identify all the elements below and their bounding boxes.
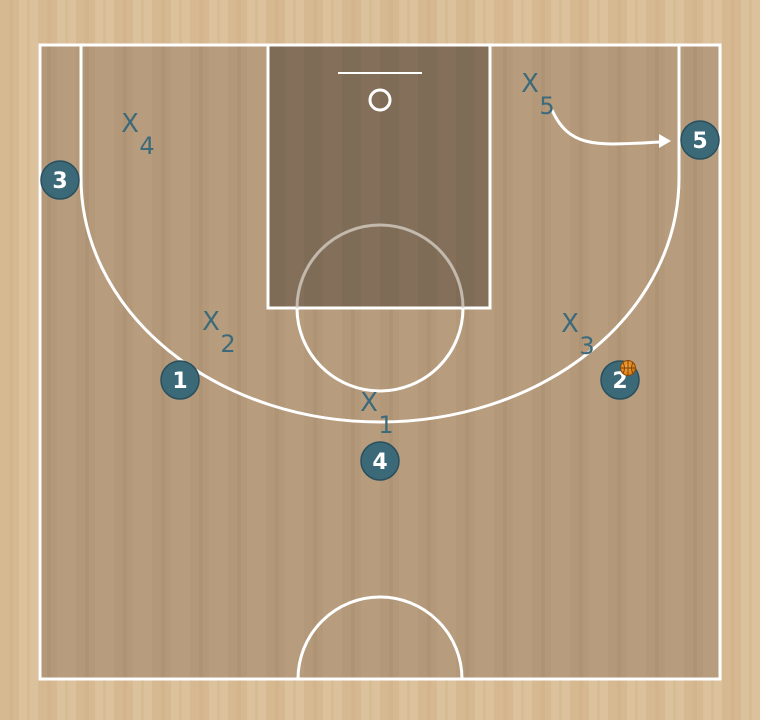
player-4-label: 4 — [372, 450, 387, 475]
defender-1-letter: X — [360, 388, 378, 418]
three-point-line — [79, 45, 681, 424]
player-5-marker — [680, 120, 720, 160]
basketball-icon — [620, 360, 636, 376]
player-2-label: 2 — [612, 369, 627, 394]
player-5: 5 — [680, 120, 720, 160]
defender-4: X4 — [121, 109, 155, 160]
lane-lines — [266, 45, 492, 310]
defender-2-number: 2 — [220, 330, 235, 358]
defender-4-number: 4 — [139, 132, 154, 160]
x5-cut-arrowhead — [659, 134, 671, 148]
defender-2: X2 — [202, 307, 236, 358]
player-4: 4 — [360, 441, 400, 481]
player-3-marker — [40, 160, 80, 200]
defender-5-number: 5 — [539, 92, 554, 120]
defender-1: X1 — [360, 388, 394, 439]
player-5-label: 5 — [692, 129, 707, 154]
player-1-marker — [160, 360, 200, 400]
x5-cut-arrow — [550, 109, 661, 146]
player-1-label: 1 — [172, 369, 187, 394]
free-throw-circle-lower — [295, 307, 465, 393]
player-3: 3 — [40, 160, 80, 200]
defender-3: X3 — [561, 309, 595, 360]
player-3-label: 3 — [52, 169, 67, 194]
defender-4-letter: X — [121, 109, 139, 139]
free-throw-circle-upper — [295, 223, 465, 309]
court-boundary — [38, 43, 722, 681]
defender-3-number: 3 — [579, 332, 594, 360]
paint-area — [268, 45, 490, 308]
defender-5: X5 — [521, 69, 555, 120]
defender-5-letter: X — [521, 69, 539, 99]
player-1: 1 — [160, 360, 200, 400]
center-circle — [296, 595, 464, 680]
defender-3-letter: X — [561, 309, 579, 339]
rim — [368, 88, 392, 112]
player-4-marker — [360, 441, 400, 481]
defender-2-letter: X — [202, 307, 220, 337]
defender-1-number: 1 — [378, 411, 393, 439]
player-2: 2 — [600, 360, 640, 400]
